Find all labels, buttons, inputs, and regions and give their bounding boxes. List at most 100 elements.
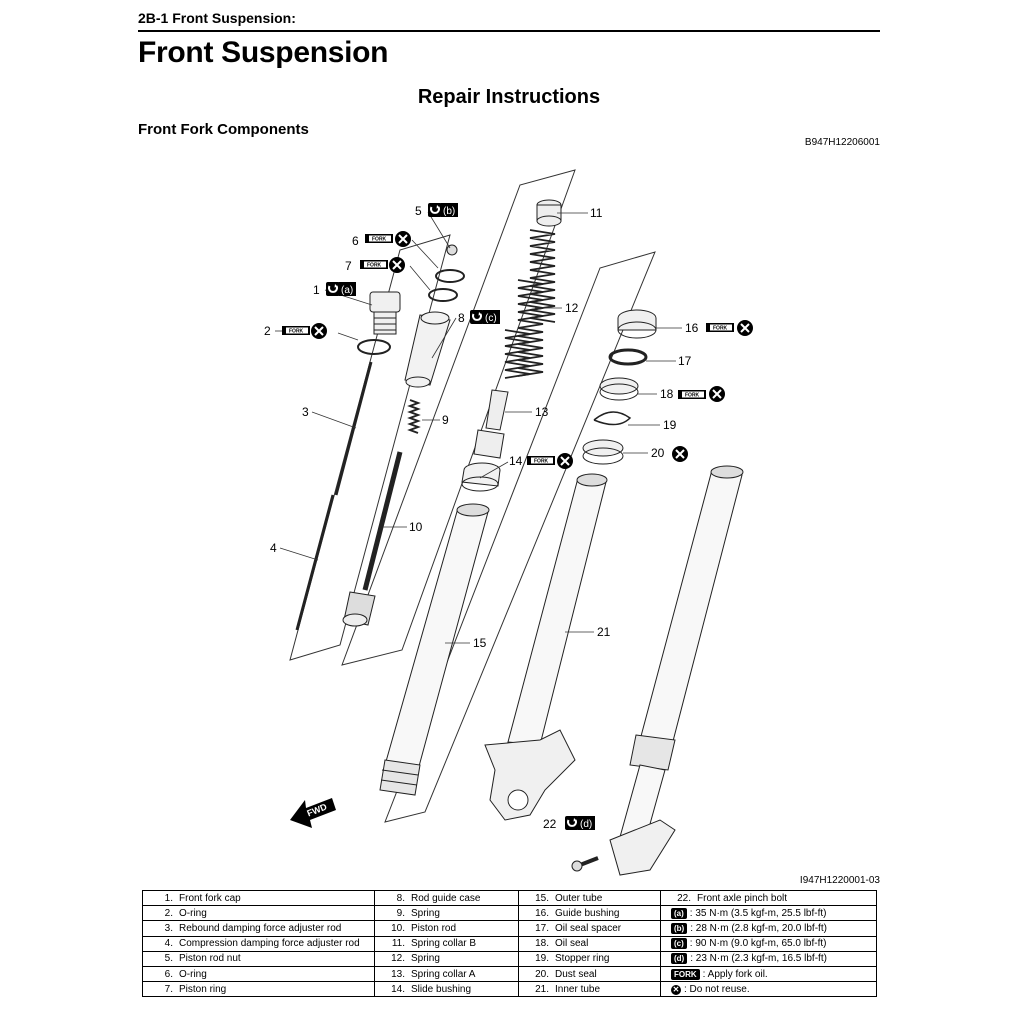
legend-cell: 7.Piston ring — [142, 981, 375, 998]
callout-10: 10 — [409, 520, 423, 534]
torque-icon: (c) — [671, 938, 687, 950]
svg-text:(d): (d) — [580, 819, 592, 830]
torque-icon: (a) — [671, 907, 687, 919]
legend-cell: 16.Guide bushing — [518, 905, 661, 922]
callout-8: 8 — [458, 311, 465, 325]
axle-pinch-bolt — [571, 856, 599, 872]
callout-11: 11 — [590, 206, 603, 220]
legend-cell: 1.Front fork cap — [142, 889, 375, 907]
no-reuse-icon — [737, 320, 753, 336]
spring-9 — [407, 399, 421, 434]
no-reuse-icon: ✕ — [671, 984, 681, 995]
legend-cell: 8.Rod guide case — [374, 889, 519, 907]
torque-icon: (b) — [671, 922, 688, 934]
fork-oil-icon: FORK — [365, 234, 393, 243]
legend-cell: 5.Piston rod nut — [142, 950, 375, 967]
fork-oil-icon: FORK — [282, 326, 310, 335]
fork-oil-icon: FORK — [706, 323, 734, 332]
figure-code: I947H1220001-03 — [799, 875, 880, 886]
svg-text:FORK: FORK — [289, 329, 304, 335]
legend-cell: 14.Slide bushing — [374, 981, 519, 998]
spec-cell: (c): 90 N·m (9.0 kgf-m, 65.0 lbf-ft) — [660, 935, 877, 952]
callout-20: 20 — [651, 446, 665, 460]
svg-text:FORK: FORK — [685, 393, 700, 399]
table-row: 2.O-ring 9.Spring 16.Guide bushing (a): … — [142, 905, 877, 922]
callout-14: 14 — [509, 454, 523, 468]
spec-cell: FORK: Apply fork oil. — [660, 965, 877, 983]
leader-lines — [275, 211, 682, 644]
svg-text:FORK: FORK — [367, 263, 382, 269]
svg-text:FORK: FORK — [713, 326, 728, 332]
legend-cell: 21.Inner tube — [518, 981, 661, 998]
piston-rod — [342, 451, 403, 627]
reference-code: B947H12206001 — [804, 137, 880, 148]
torque-icon: (d) — [564, 815, 595, 831]
legend-cell: 9.Spring — [374, 905, 519, 922]
subsection-title: Front Fork Components — [138, 121, 309, 138]
no-reuse-icon — [709, 386, 725, 402]
legend-cell: 13.Spring collar A — [374, 965, 519, 983]
no-reuse-icon — [395, 231, 411, 247]
svg-text:FORK: FORK — [372, 237, 387, 243]
callout-21: 21 — [597, 625, 611, 639]
legend-cell: 22.Front axle pinch bolt — [660, 889, 877, 907]
inner-tube — [484, 473, 608, 821]
legend-cell: 10.Piston rod — [374, 920, 519, 937]
table-row: 6.O-ring 13.Spring collar A 20.Dust seal… — [142, 965, 877, 983]
spec-cell: (d): 23 N·m (2.3 kgf-m, 16.5 lbf-ft) — [660, 950, 877, 967]
legend-cell: 4.Compression damping force adjuster rod — [142, 935, 375, 952]
o-rings — [357, 269, 465, 355]
callout-13: 13 — [535, 405, 549, 419]
fork-oil-icon: FORK — [527, 456, 555, 465]
svg-text:(b): (b) — [443, 206, 455, 217]
callout-4: 4 — [270, 541, 277, 555]
legend-cell: 2.O-ring — [142, 905, 375, 922]
legend-cell: 15.Outer tube — [518, 889, 661, 907]
callout-15: 15 — [473, 636, 487, 650]
fwd-arrow: FWD — [290, 798, 336, 828]
rod-guide-case — [404, 311, 451, 388]
callout-18: 18 — [660, 387, 674, 401]
callouts: 1 2 3 4 5 6 7 8 9 10 11 12 13 14 15 16 1… — [264, 204, 699, 831]
front-fork-cap — [369, 291, 401, 335]
spec-cell: (b): 28 N·m (2.8 kgf-m, 20.0 lbf-ft) — [660, 920, 877, 937]
torque-icon: (d) — [671, 953, 688, 965]
torque-symbols: (b) (a) (c) (d) — [325, 202, 595, 831]
callout-6: 6 — [352, 234, 359, 248]
legend-cell: 17.Oil seal spacer — [518, 920, 661, 937]
callout-5: 5 — [415, 204, 422, 218]
callout-7: 7 — [345, 259, 352, 273]
table-row: 7.Piston ring 14.Slide bushing 21.Inner … — [142, 981, 877, 998]
table-row: 4.Compression damping force adjuster rod… — [142, 935, 877, 952]
spec-cell: (a): 35 N·m (3.5 kgf-m, 25.5 lbf-ft) — [660, 905, 877, 922]
legend-cell: 11.Spring collar B — [374, 935, 519, 952]
svg-text:FORK: FORK — [534, 459, 549, 465]
legend-cell: 18.Oil seal — [518, 935, 661, 952]
table-row: 1.Front fork cap 8.Rod guide case 15.Out… — [142, 889, 877, 907]
no-reuse-icon — [557, 453, 573, 469]
legend-cell: 12.Spring — [374, 950, 519, 967]
callout-1: 1 — [313, 283, 320, 297]
svg-text:(a): (a) — [341, 285, 353, 296]
fork-oil-icon: FORK — [360, 260, 388, 269]
assembled-fork — [609, 465, 744, 876]
torque-icon: (c) — [469, 309, 500, 325]
no-reuse-marks — [311, 231, 753, 469]
callout-9: 9 — [442, 413, 449, 427]
page-header: 2B-1 Front Suspension: — [138, 10, 880, 32]
table-row: 3.Rebound damping force adjuster rod 10.… — [142, 920, 877, 937]
section-title: Repair Instructions — [417, 86, 601, 108]
callout-22: 22 — [543, 817, 557, 831]
fork-oil-icon: FORK — [671, 968, 700, 980]
legend-cell: 3.Rebound damping force adjuster rod — [142, 920, 375, 937]
spec-cell: ✕: Do not reuse. — [660, 981, 877, 998]
piston-rod-nut — [446, 244, 458, 256]
svg-text:(c): (c) — [485, 313, 497, 324]
fork-oil-symbols: FORK FORK FORK FORK FORK FORK — [282, 234, 734, 465]
page-title: Front Suspension — [138, 36, 389, 69]
legend-cell: 6.O-ring — [142, 965, 375, 983]
no-reuse-icon — [672, 446, 688, 462]
spring-collar-a — [473, 389, 509, 459]
callout-16: 16 — [685, 321, 699, 335]
